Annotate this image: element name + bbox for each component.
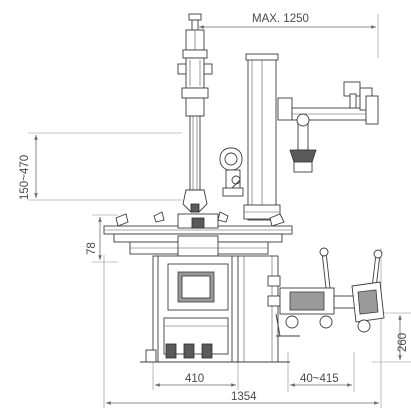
max-width-label: MAX. 1250: [252, 13, 309, 25]
overall-width-label: 1354: [231, 391, 257, 403]
clamp-range-label: 40~415: [300, 373, 339, 385]
assist-arm: [277, 81, 379, 173]
dimension-clamp-range: 40~415: [287, 352, 355, 392]
dimension-arm-height: 260: [372, 312, 411, 363]
dimension-head-travel: 150~470: [19, 132, 182, 201]
tower-post: [243, 53, 281, 221]
mount-head-column: [177, 13, 213, 213]
turntable: [103, 211, 293, 257]
table-height-label: 78: [86, 242, 98, 255]
base-width-label: 410: [185, 373, 204, 385]
bead-breaker-lever: [219, 147, 244, 197]
head-travel-label: 150~470: [19, 155, 31, 200]
wheel-clamp-arm: [275, 247, 385, 337]
dimension-base-width: 410: [152, 362, 239, 390]
arm-height-label: 260: [397, 333, 409, 352]
dimension-overall-width: 1354: [103, 248, 382, 408]
machine-cabinet: [140, 255, 290, 363]
dimension-max-width: MAX. 1250: [196, 13, 379, 58]
dimension-table-height: 78: [86, 214, 118, 263]
